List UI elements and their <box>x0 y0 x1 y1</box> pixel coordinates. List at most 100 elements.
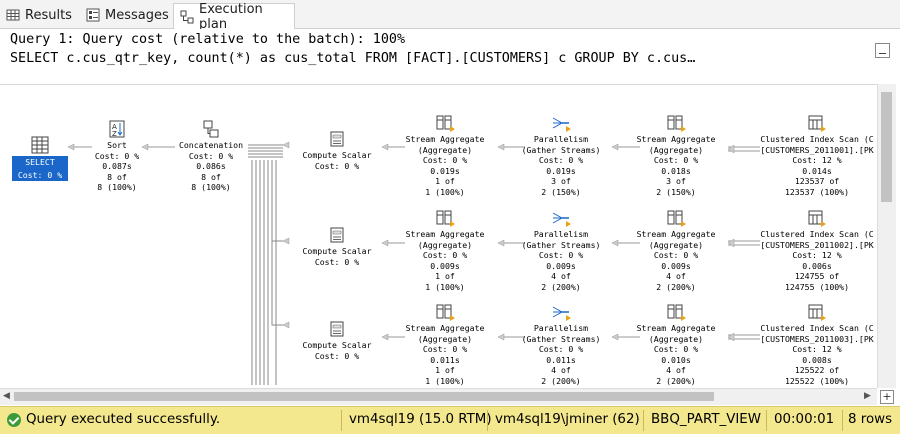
stream-aggregate-cost: Cost: 0 % <box>422 250 468 260</box>
compute-scalar-label: Compute Scalar <box>302 340 372 350</box>
parallelism-est: 2 (150%) <box>541 186 581 197</box>
compute-scalar-node[interactable]: Compute Scalar Cost: 0 % <box>282 129 392 171</box>
scroll-left-arrow-icon[interactable]: ◀ <box>3 391 10 401</box>
stream-aggregate-sub: (Aggregate) <box>417 333 473 344</box>
clustered-index-scan-time: 0.014s <box>802 165 832 176</box>
tab-results[interactable]: Results <box>0 3 78 27</box>
concatenation-time: 0.086s <box>196 161 226 171</box>
select-node[interactable]: SELECT Cost: 0 % <box>12 135 68 181</box>
status-divider <box>487 410 488 431</box>
status-message: Query executed successfully. <box>26 412 221 427</box>
vertical-scrollbar-thumb[interactable] <box>881 92 892 202</box>
select-cost: Cost: 0 % <box>12 168 68 181</box>
stream-aggregate-est: 2 (150%) <box>656 186 696 197</box>
status-divider <box>842 410 843 431</box>
stream-aggregate-label: Stream Aggregate <box>405 323 485 333</box>
concatenation-rows: 8 of <box>201 171 221 182</box>
status-divider <box>341 410 342 431</box>
stream-aggregate-sub: (Aggregate) <box>417 239 473 250</box>
stream-aggregate-cost: Cost: 0 % <box>653 344 699 354</box>
svg-text:A: A <box>112 123 117 131</box>
parallelism-node[interactable]: Parallelism (Gather Streams) Cost: 0 % 0… <box>506 302 616 386</box>
compute-scalar-cost: Cost: 0 % <box>314 256 360 267</box>
query-text-line: SELECT c.cus_qtr_key, count(*) as cus_to… <box>10 51 696 66</box>
parallelism-node[interactable]: Parallelism (Gather Streams) Cost: 0 % 0… <box>506 113 616 197</box>
stream-aggregate-time: 0.019s <box>430 165 460 176</box>
parallelism-est: 2 (200%) <box>541 281 581 292</box>
stream-aggregate-icon <box>434 208 456 228</box>
stream-aggregate-node[interactable]: Stream Aggregate (Aggregate) Cost: 0 % 0… <box>621 208 731 292</box>
plan-connectors <box>67 141 760 385</box>
clustered-index-scan-time: 0.008s <box>802 354 832 365</box>
clustered-index-scan-node[interactable]: Clustered Index Scan (C [CUSTOMERS_20110… <box>755 302 877 386</box>
parallelism-sub: (Gather Streams) <box>521 333 601 344</box>
clustered-index-scan-label: Clustered Index Scan (C <box>760 134 874 144</box>
svg-text:Z: Z <box>112 130 117 138</box>
clustered-index-scan-icon <box>806 302 828 322</box>
stream-aggregate-cost: Cost: 0 % <box>422 344 468 354</box>
stream-aggregate-node[interactable]: Stream Aggregate (Aggregate) Cost: 0 % 0… <box>390 302 500 386</box>
compute-scalar-node[interactable]: Compute Scalar Cost: 0 % <box>282 319 392 361</box>
stream-aggregate-cost: Cost: 0 % <box>653 250 699 260</box>
parallelism-node[interactable]: Parallelism (Gather Streams) Cost: 0 % 0… <box>506 208 616 292</box>
parallelism-time: 0.019s <box>546 165 576 176</box>
parallelism-sub: (Gather Streams) <box>521 239 601 250</box>
concatenation-est: 8 (100%) <box>191 182 231 192</box>
vertical-scrollbar[interactable] <box>877 84 896 388</box>
clustered-index-scan-rows: 125522 of <box>794 365 840 375</box>
stream-aggregate-node[interactable]: Stream Aggregate (Aggregate) Cost: 0 % 0… <box>390 113 500 197</box>
parallelism-rows: 4 of <box>551 271 571 281</box>
status-divider <box>766 410 767 431</box>
parallelism-label: Parallelism <box>533 323 589 333</box>
horizontal-scrollbar-thumb[interactable] <box>14 392 714 401</box>
sort-rows: 8 of <box>107 171 127 182</box>
stream-aggregate-cost: Cost: 0 % <box>653 155 699 165</box>
stream-aggregate-node[interactable]: Stream Aggregate (Aggregate) Cost: 0 % 0… <box>621 302 731 386</box>
stream-aggregate-rows: 1 of <box>435 176 455 186</box>
tab-execution-plan[interactable]: Execution plan <box>173 1 295 32</box>
parallelism-rows: 3 of <box>551 176 571 186</box>
stream-aggregate-label: Stream Aggregate <box>405 134 485 144</box>
collapse-button[interactable] <box>875 43 890 58</box>
zoom-navigator-button[interactable]: + <box>880 390 894 404</box>
stream-aggregate-label: Stream Aggregate <box>636 229 716 239</box>
stream-aggregate-node[interactable]: Stream Aggregate (Aggregate) Cost: 0 % 0… <box>621 113 731 197</box>
concatenation-icon <box>200 119 222 139</box>
tab-messages[interactable]: Messages <box>80 3 172 27</box>
stream-aggregate-sub: (Aggregate) <box>648 333 704 344</box>
clustered-index-scan-node[interactable]: Clustered Index Scan (C [CUSTOMERS_20110… <box>755 113 877 197</box>
stream-aggregate-rows: 4 of <box>666 365 686 375</box>
horizontal-scrollbar[interactable]: ◀ ▶ <box>0 388 877 405</box>
compute-scalar-icon <box>326 225 348 245</box>
clustered-index-scan-cost: Cost: 12 % <box>792 250 842 260</box>
scroll-right-arrow-icon[interactable]: ▶ <box>864 391 871 401</box>
tab-execution-plan-label: Execution plan <box>199 1 263 32</box>
query-cost-line: Query 1: Query cost (relative to the bat… <box>10 32 406 47</box>
clustered-index-scan-object: [CUSTOMERS_2011002].[PK <box>760 239 874 250</box>
stream-aggregate-label: Stream Aggregate <box>405 229 485 239</box>
concatenation-node[interactable]: Concatenation Cost: 0 % 0.086s 8 of 8 (1… <box>156 119 266 193</box>
concatenation-label: Concatenation <box>178 140 244 150</box>
status-elapsed: 00:00:01 <box>774 412 835 427</box>
stream-aggregate-time: 0.018s <box>661 165 691 176</box>
parallelism-est: 2 (200%) <box>541 375 581 386</box>
messages-icon <box>86 8 100 22</box>
parallelism-rows: 4 of <box>551 365 571 375</box>
stream-aggregate-icon <box>665 302 687 322</box>
stream-aggregate-rows: 1 of <box>435 271 455 281</box>
compute-scalar-node[interactable]: Compute Scalar Cost: 0 % <box>282 225 392 267</box>
success-check-icon <box>7 413 21 427</box>
query-header: Query 1: Query cost (relative to the bat… <box>0 29 900 73</box>
clustered-index-scan-est: 123537 (100%) <box>784 186 850 197</box>
sort-cost: Cost: 0 % <box>94 150 140 161</box>
stream-aggregate-node[interactable]: Stream Aggregate (Aggregate) Cost: 0 % 0… <box>390 208 500 292</box>
clustered-index-scan-time: 0.006s <box>802 260 832 271</box>
results-tab-bar: Results Messages Execution plan <box>0 0 900 32</box>
clustered-index-scan-est: 125522 (100%) <box>784 375 850 386</box>
stream-aggregate-est: 2 (200%) <box>656 281 696 292</box>
select-icon <box>29 135 51 155</box>
sort-label: Sort <box>107 140 127 150</box>
clustered-index-scan-node[interactable]: Clustered Index Scan (C [CUSTOMERS_20110… <box>755 208 877 292</box>
compute-scalar-icon <box>326 129 348 149</box>
